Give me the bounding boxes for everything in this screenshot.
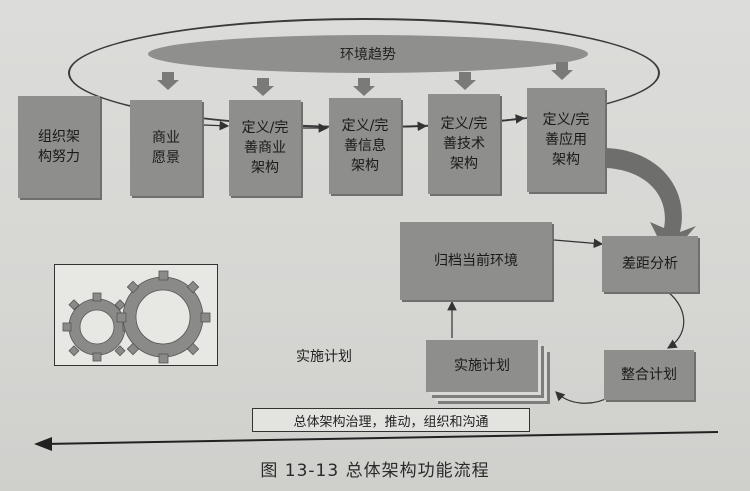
governance-label: 总体架构治理，推动，组织和沟通: [293, 414, 489, 430]
org-effort-box: 组织架 构努力: [18, 96, 100, 198]
info-arch-label: 定义/完 善信息 架构: [341, 118, 389, 174]
gears-illustration: [54, 264, 218, 366]
governance-box: 总体架构治理，推动，组织和沟通: [252, 408, 530, 432]
down-arrow-5: [551, 62, 573, 80]
arrow-tech-to-app: [497, 114, 526, 124]
down-arrow-4: [454, 72, 476, 90]
integration-plan-label: 整合计划: [621, 367, 677, 383]
environment-trend-label: 环境趋势: [340, 47, 396, 63]
tech-arch-label: 定义/完 善技术 架构: [440, 116, 488, 172]
environment-trend-bar: 环境趋势: [148, 35, 588, 73]
impl-plan-stack-label: 实施计划: [454, 358, 510, 374]
top-row-arrows: [203, 114, 526, 133]
impl-plan-stack-box: 实施计划: [426, 340, 538, 392]
org-effort-label: 组织架 构努力: [38, 129, 80, 165]
gap-analysis-label: 差距分析: [622, 256, 678, 272]
bottom-long-arrow-line: [43, 431, 719, 445]
business-arch-label: 定义/完 善商业 架构: [241, 120, 289, 176]
bottom-long-arrow-head: [34, 437, 52, 451]
down-arrow-3: [353, 78, 375, 96]
curved-arrow-app-to-gap: [606, 148, 696, 258]
arrow-current-to-gap: [553, 238, 604, 249]
down-arrow-2: [252, 78, 274, 96]
business-vision-label: 商业 愿景: [152, 130, 180, 166]
integration-plan-box: 整合计划: [604, 350, 694, 400]
tech-arch-box: 定义/完 善技术 架构: [428, 94, 500, 194]
info-arch-box: 定义/完 善信息 架构: [329, 98, 401, 194]
arrow-gap-to-integration: [666, 291, 685, 349]
app-arch-box: 定义/完 善应用 架构: [527, 88, 605, 192]
app-arch-label: 定义/完 善应用 架构: [542, 112, 590, 168]
arrow-vision-to-business: [203, 120, 230, 131]
figure-caption: 图 13-13 总体架构功能流程: [260, 461, 490, 481]
business-vision-box: 商业 愿景: [130, 100, 202, 196]
gears-icon: [62, 270, 211, 364]
down-arrow-1: [157, 72, 179, 90]
down-arrows: [157, 62, 573, 96]
gap-analysis-box: 差距分析: [602, 236, 698, 292]
arrow-info-to-tech: [399, 121, 428, 132]
current-env-label: 归档当前环境: [434, 253, 518, 269]
business-arch-box: 定义/完 善商业 架构: [229, 100, 301, 196]
impl-plan-text: 实施计划: [296, 349, 352, 365]
current-env-box: 归档当前环境: [400, 222, 552, 300]
